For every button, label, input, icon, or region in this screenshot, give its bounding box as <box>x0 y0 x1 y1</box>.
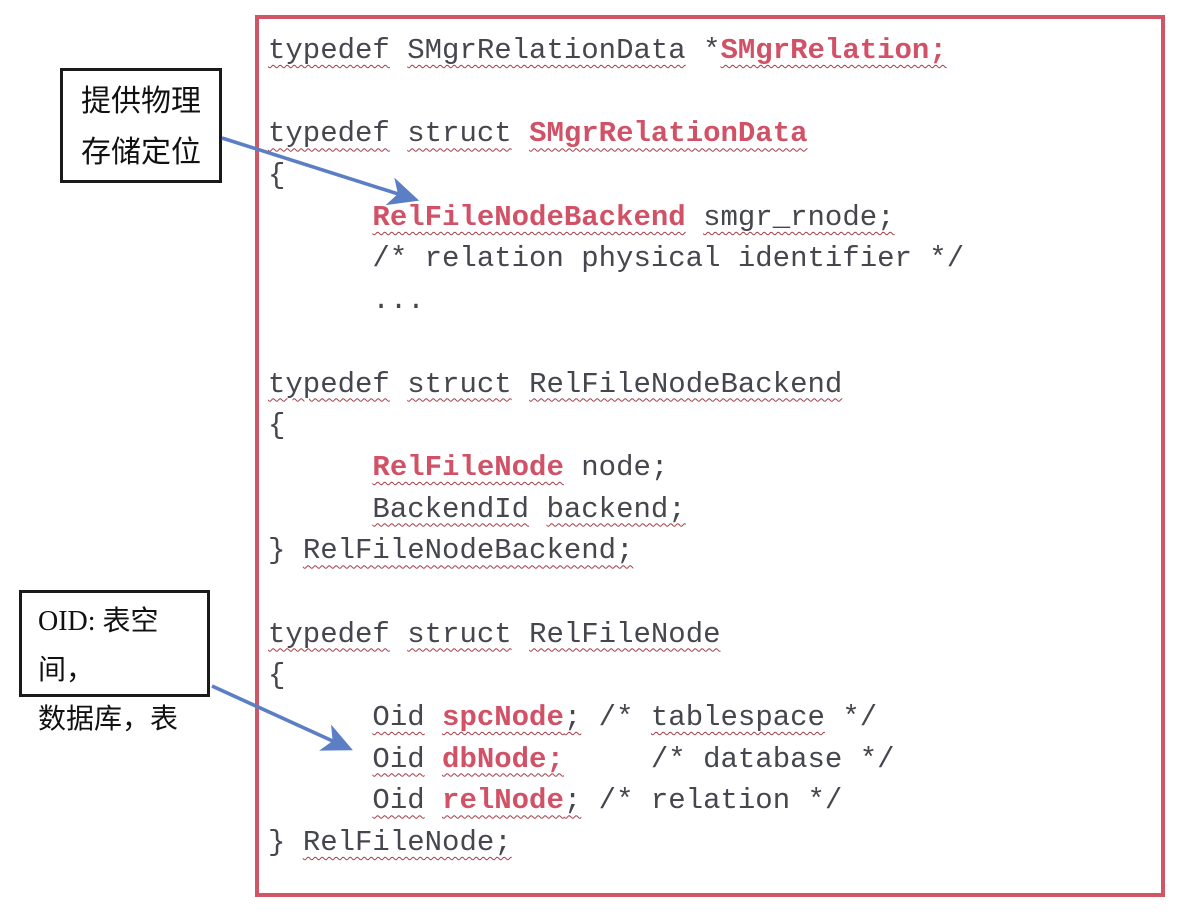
code-token <box>390 117 407 150</box>
code-token: { <box>268 159 286 193</box>
code-token: RelFileNode <box>372 450 564 484</box>
code-token <box>512 618 529 651</box>
code-line: RelFileNodeBackend smgr_rnode; <box>268 197 1148 239</box>
code-token: RelFileNodeBackend <box>372 200 686 234</box>
code-token: node; <box>563 450 669 484</box>
code-token: /* relation physical identifier */ <box>268 242 965 276</box>
code-token: RelFileNode; <box>302 826 512 860</box>
code-line: typedef struct RelFileNodeBackend <box>268 364 1148 406</box>
code-token <box>268 493 372 526</box>
code-token: Oid <box>372 784 425 818</box>
code-token: typedef <box>268 34 390 67</box>
code-token: RelFileNode <box>529 617 721 651</box>
code-token: { <box>268 409 286 443</box>
code-line: Oid relNode; /* relation */ <box>268 780 1148 822</box>
code-token: typedef <box>268 117 390 151</box>
code-token: { <box>268 659 286 693</box>
code-token: RelFileNodeBackend; <box>302 534 634 568</box>
callout-physical-storage: 提供物理 存储定位 <box>60 68 222 183</box>
code-token <box>268 451 372 484</box>
code-token: struct <box>407 617 512 651</box>
code-token <box>529 493 546 526</box>
code-token: } <box>268 534 303 568</box>
code-token: typedef <box>268 367 390 401</box>
code-line <box>268 72 1148 114</box>
code-line <box>268 322 1148 364</box>
code-token <box>390 34 407 67</box>
callout-line: 数据库，表 <box>38 704 179 735</box>
code-token <box>686 201 703 234</box>
code-token: tablespace <box>650 701 825 734</box>
code-token <box>390 618 407 651</box>
code-line: typedef SMgrRelationData *SMgrRelation; <box>268 30 1148 72</box>
code-token: RelFileNodeBackend <box>529 367 843 401</box>
code-token <box>268 743 372 776</box>
code-token: backend; <box>546 492 686 526</box>
code-token: BackendId <box>372 492 530 526</box>
callout-line: OID: 表空间， <box>38 606 159 686</box>
code-token: SMgrRelationData <box>529 117 808 151</box>
code-token: */ <box>824 701 878 734</box>
code-token <box>268 784 372 817</box>
code-token: struct <box>407 367 512 401</box>
code-line: typedef struct SMgrRelationData <box>268 113 1148 155</box>
code-token: /* <box>581 701 651 734</box>
code-token: SMgrRelationData <box>407 34 686 67</box>
code-line: } RelFileNodeBackend; <box>268 530 1148 572</box>
code-line: /* relation physical identifier */ <box>268 238 1148 280</box>
code-token: /* relation */ <box>581 784 843 818</box>
code-token: ... <box>268 284 425 318</box>
code-line: typedef struct RelFileNode <box>268 614 1148 656</box>
code-block: typedef SMgrRelationData *SMgrRelation;t… <box>268 30 1148 864</box>
code-token <box>425 784 442 817</box>
code-token: typedef <box>268 617 390 651</box>
code-line: { <box>268 405 1148 447</box>
code-token <box>390 368 407 401</box>
code-token: relNode <box>442 784 564 818</box>
code-token <box>512 368 529 401</box>
code-line: ... <box>268 280 1148 322</box>
code-line: Oid spcNode; /* tablespace */ <box>268 697 1148 739</box>
code-token <box>268 701 372 734</box>
code-line: } RelFileNode; <box>268 822 1148 864</box>
code-line: { <box>268 655 1148 697</box>
code-line: Oid dbNode; /* database */ <box>268 739 1148 781</box>
code-line: { <box>268 155 1148 197</box>
code-token <box>425 743 442 776</box>
code-token: Oid <box>372 742 425 776</box>
code-token <box>425 701 442 734</box>
code-line <box>268 572 1148 614</box>
code-line: BackendId backend; <box>268 489 1148 531</box>
callout-line: 提供物理 <box>81 85 201 118</box>
code-token: /* database */ <box>563 742 895 776</box>
code-token: struct <box>407 117 512 151</box>
code-token: dbNode; <box>442 742 564 776</box>
callout-line: 存储定位 <box>81 136 201 169</box>
code-token: ; <box>563 701 582 734</box>
code-token: Oid <box>372 701 425 734</box>
code-token <box>268 201 372 234</box>
code-token: } <box>268 826 303 860</box>
code-token: spcNode <box>442 701 564 734</box>
code-token: smgr_rnode; <box>703 200 895 234</box>
code-line: RelFileNode node; <box>268 447 1148 489</box>
code-token: SMgrRelation; <box>720 34 947 67</box>
code-token: ; <box>563 784 582 818</box>
code-token: * <box>685 34 721 67</box>
code-token <box>512 117 529 150</box>
callout-oid: OID: 表空间， 数据库，表 <box>19 590 210 735</box>
